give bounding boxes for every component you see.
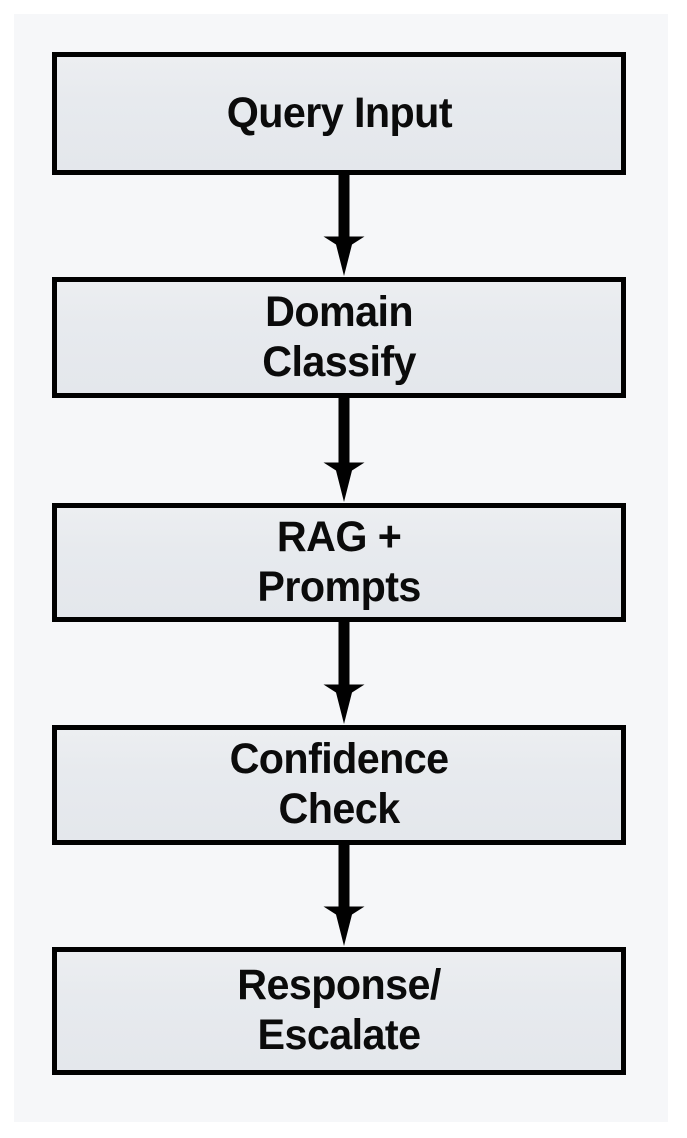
flow-node-label: Response/ Escalate xyxy=(237,961,441,1059)
flow-node-confidence-check[interactable]: Confidence Check xyxy=(52,725,626,845)
flow-node-label: Domain Classify xyxy=(262,287,416,386)
arrow-down-icon xyxy=(322,235,366,277)
flow-node-response-escalate[interactable]: Response/ Escalate xyxy=(52,947,626,1075)
flow-node-label: Query Input xyxy=(226,88,452,137)
arrow-down-icon xyxy=(322,683,366,725)
flow-connector-query-input-to-domain-classify xyxy=(322,175,366,277)
connector-shaft xyxy=(338,398,349,463)
flow-connector-rag-prompts-to-confidence-check xyxy=(322,622,366,725)
connector-shaft xyxy=(338,622,349,685)
connector-shaft xyxy=(338,845,349,907)
flow-connector-confidence-check-to-response-escalate xyxy=(322,845,366,947)
connector-shaft xyxy=(338,175,349,237)
flow-node-label: RAG + Prompts xyxy=(257,512,421,611)
flow-node-domain-classify[interactable]: Domain Classify xyxy=(52,277,626,398)
flow-connector-domain-classify-to-rag-prompts xyxy=(322,398,366,503)
flow-node-rag-prompts[interactable]: RAG + Prompts xyxy=(52,503,626,622)
arrow-down-icon xyxy=(322,905,366,947)
flow-node-label: Confidence Check xyxy=(229,735,449,833)
arrow-down-icon xyxy=(322,461,366,503)
flow-node-query-input[interactable]: Query Input xyxy=(52,52,626,175)
